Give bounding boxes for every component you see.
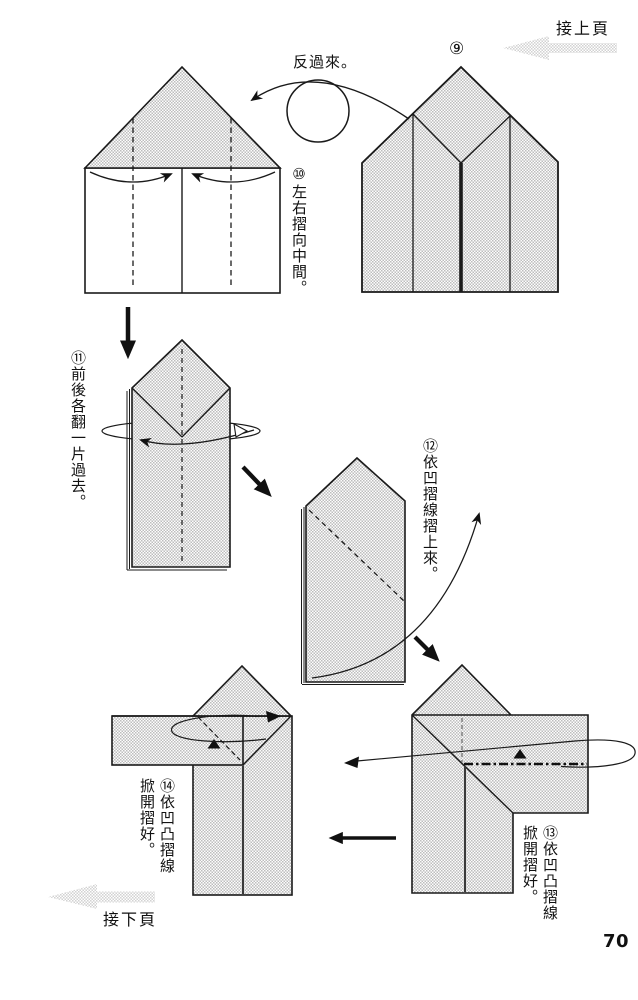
step-11-instruction: ⑪前後各翻一片過去。 [69, 350, 87, 510]
step-14-figure [111, 664, 293, 896]
step-14-instruction: ⑭依凹凸摺線掀開摺好。 [138, 778, 176, 874]
step-12-instruction: ⑫依凹摺線摺上來。 [421, 438, 439, 582]
step-13-figure [344, 663, 636, 894]
next-page-arrow-icon [48, 884, 155, 909]
step-9-figure [361, 65, 559, 293]
step-11-figure [101, 338, 261, 571]
next-page-label: 接下頁 [103, 910, 158, 929]
step-9-number-badge: ⑨ [449, 39, 465, 59]
step-13-instruction: ⑬依凹凸摺線掀開摺好。 [521, 825, 559, 921]
flow-arrow-11-to-12 [241, 465, 272, 497]
turn-over-arrow-icon [250, 79, 410, 143]
page-number: 70 [603, 931, 630, 952]
step-10-figure [83, 65, 282, 294]
flow-arrow-12-to-13 [413, 635, 440, 662]
prev-page-label: 接上頁 [556, 19, 611, 38]
step-12-figure [301, 456, 482, 685]
step-10-instruction: ⑩左右摺向中間。 [290, 165, 308, 296]
prev-page-arrow-icon [503, 36, 617, 60]
turn-over-label: 反過來。 [293, 53, 358, 71]
